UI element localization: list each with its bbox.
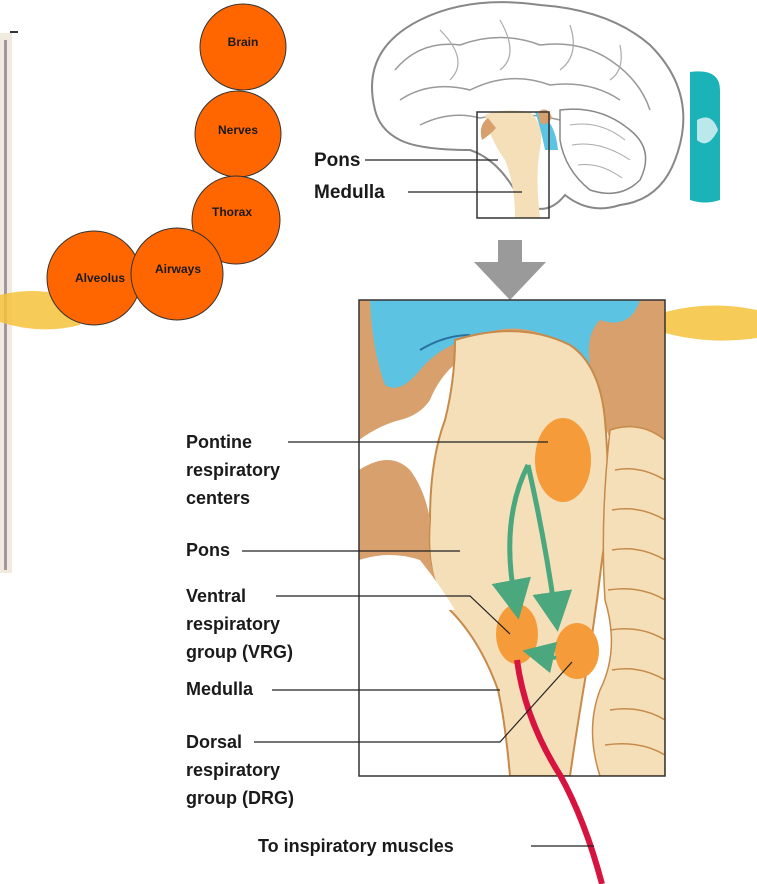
chain-label-thorax: Thorax (212, 205, 252, 219)
chain-circles: Brain Nerves Thorax Airways Alveolus (47, 4, 286, 325)
zoom-arrow (474, 240, 546, 300)
label-ventral-1: Ventral (186, 586, 246, 606)
label-pontine-3: centers (186, 488, 250, 508)
label-pontine-1: Pontine (186, 432, 252, 452)
chain-label-nerves: Nerves (218, 123, 258, 137)
label-dorsal-3: group (DRG) (186, 788, 294, 808)
inset-panel (359, 300, 665, 776)
label-medulla: Medulla (186, 679, 254, 699)
label-medulla-top: Medulla (314, 182, 385, 203)
pontine-center (535, 418, 591, 502)
brain-illustration (372, 2, 683, 218)
vrg-center (496, 604, 538, 664)
label-ventral-3: group (VRG) (186, 642, 293, 662)
chain-label-airways: Airways (155, 262, 201, 276)
label-dorsal-2: respiratory (186, 760, 280, 780)
drg-center (555, 623, 599, 679)
label-pons-top: Pons (314, 150, 360, 171)
right-yellow-brush (665, 305, 757, 340)
label-ventral-2: respiratory (186, 614, 280, 634)
label-dorsal-1: Dorsal (186, 732, 242, 752)
label-inspiratory-muscles: To inspiratory muscles (258, 836, 454, 856)
label-pons: Pons (186, 540, 230, 560)
chain-label-brain: Brain (228, 35, 259, 49)
chain-label-alveolus: Alveolus (75, 271, 125, 285)
label-pontine-2: respiratory (186, 460, 280, 480)
